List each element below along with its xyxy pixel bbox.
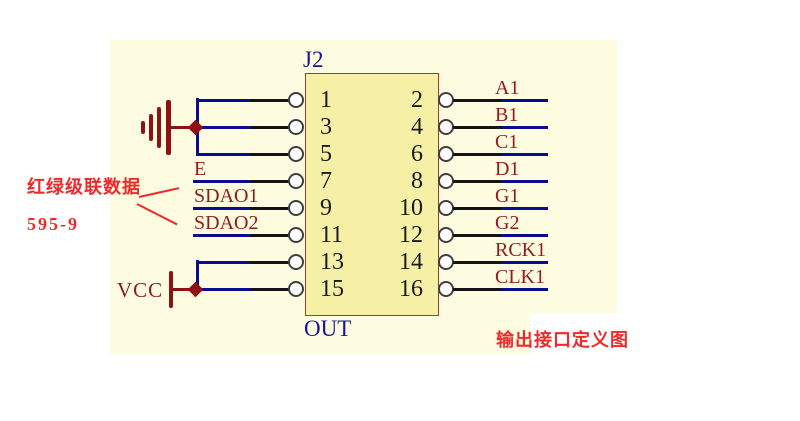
cascade-data-note: 红绿级联数据 [27,177,141,197]
pin-number-right: 14 [399,249,423,275]
pin-circle-left [288,227,304,243]
pin-stub-right [453,288,503,291]
chip-ref-note: 595-9 [27,214,79,234]
pin-number-left: 3 [320,114,332,140]
pin-circle-left [288,281,304,297]
net-wire-left [196,126,251,129]
connector-designator: J2 [303,47,324,72]
pin-number-left: 11 [320,222,344,248]
pin-number-right: 4 [411,114,423,140]
pin-stub-right [453,126,503,129]
pin-circle-right [438,173,454,189]
pin-number-right: 2 [411,87,423,113]
pin-circle-right [438,119,454,135]
pin-stub-right [453,207,503,210]
pin-number-left: 7 [320,168,332,194]
net-label-right: RCK1 [495,239,547,261]
pin-stub-left [250,180,289,183]
net-wire-right [502,153,548,156]
pin-stub-right [453,261,503,264]
pin-stub-left [250,207,289,210]
pin-stub-left [250,261,289,264]
schematic-sheet-extension [110,313,530,354]
connector-name: OUT [304,316,352,341]
pin-stub-left [250,99,289,102]
net-wire-right [502,180,548,183]
ground-bar-4 [141,121,145,134]
pin-number-right: 10 [399,195,423,221]
net-wire-left [196,153,251,156]
net-label-right: CLK1 [495,266,545,288]
pin-circle-right [438,200,454,216]
net-wire-right [502,207,548,210]
pin-circle-left [288,92,304,108]
pin-number-left: 15 [320,276,344,302]
net-wire-right [502,288,548,291]
pin-circle-right [438,254,454,270]
pin-number-right: 16 [399,276,423,302]
ground-bar-3 [149,114,153,141]
net-wire-left [193,180,251,183]
ground-bar-2 [157,107,161,148]
pin-stub-right [453,234,503,237]
pin-number-left: 13 [320,249,344,275]
vcc-bar [169,271,173,308]
pin-number-right: 6 [411,141,423,167]
net-label-right: G2 [495,212,520,234]
net-wire-left [196,288,251,291]
net-wire-right [502,126,548,129]
pin-circle-left [288,173,304,189]
vcc-label: VCC [117,278,164,302]
vcc-stem [172,288,191,291]
net-wire-left [193,234,251,237]
pin-number-right: 8 [411,168,423,194]
pin-circle-right [438,146,454,162]
net-label-right: A1 [495,77,520,99]
pin-circle-left [288,146,304,162]
pin-stub-right [453,180,503,183]
pin-circle-right [438,92,454,108]
net-label-right: D1 [495,158,520,180]
net-label-right: B1 [495,104,519,126]
pin-stub-right [453,99,503,102]
net-wire-right [502,99,548,102]
net-wire-right [502,234,548,237]
net-label-left: SDAO1 [194,185,259,207]
net-label-right: G1 [495,185,520,207]
net-wire-left [196,261,251,264]
diagram-caption: 输出接口定义图 [496,330,629,350]
pin-number-right: 12 [399,222,423,248]
ground-bar-1 [166,100,171,155]
net-wire-right [502,261,548,264]
net-wire-left [196,99,251,102]
net-label-right: C1 [495,131,519,153]
pin-circle-right [438,227,454,243]
pin-circle-left [288,200,304,216]
pin-stub-left [250,126,289,129]
pin-number-left: 1 [320,87,332,113]
pin-circle-right [438,281,454,297]
net-label-left: E [194,158,207,180]
pin-stub-left [250,153,289,156]
pin-stub-right [453,153,503,156]
pin-stub-left [250,234,289,237]
pin-circle-left [288,119,304,135]
net-wire-left [193,207,251,210]
ground-stem [170,126,191,129]
connector-body [305,73,439,316]
pin-number-left: 5 [320,141,332,167]
pin-circle-left [288,254,304,270]
pin-stub-left [250,288,289,291]
net-label-left: SDAO2 [194,212,259,234]
pin-number-left: 9 [320,195,332,221]
vcc-net-vertical-wire [196,260,199,291]
